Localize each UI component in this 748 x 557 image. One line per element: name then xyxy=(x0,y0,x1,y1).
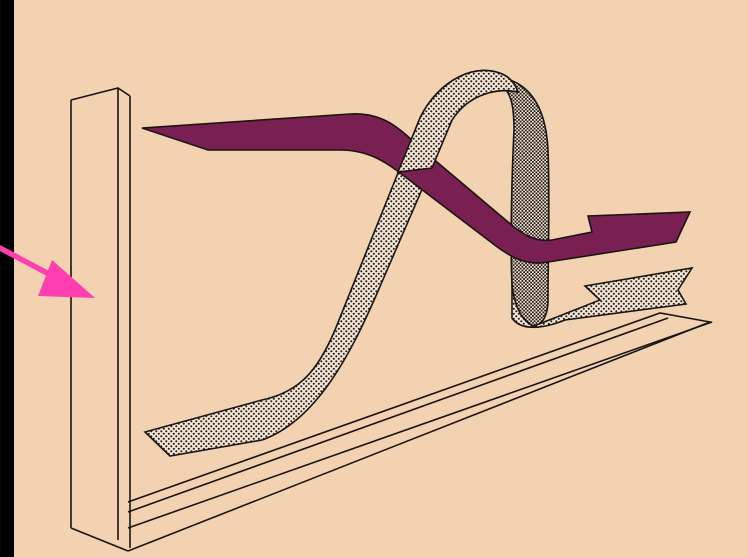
illustration-canvas xyxy=(0,0,748,557)
illustration-svg xyxy=(0,0,748,557)
